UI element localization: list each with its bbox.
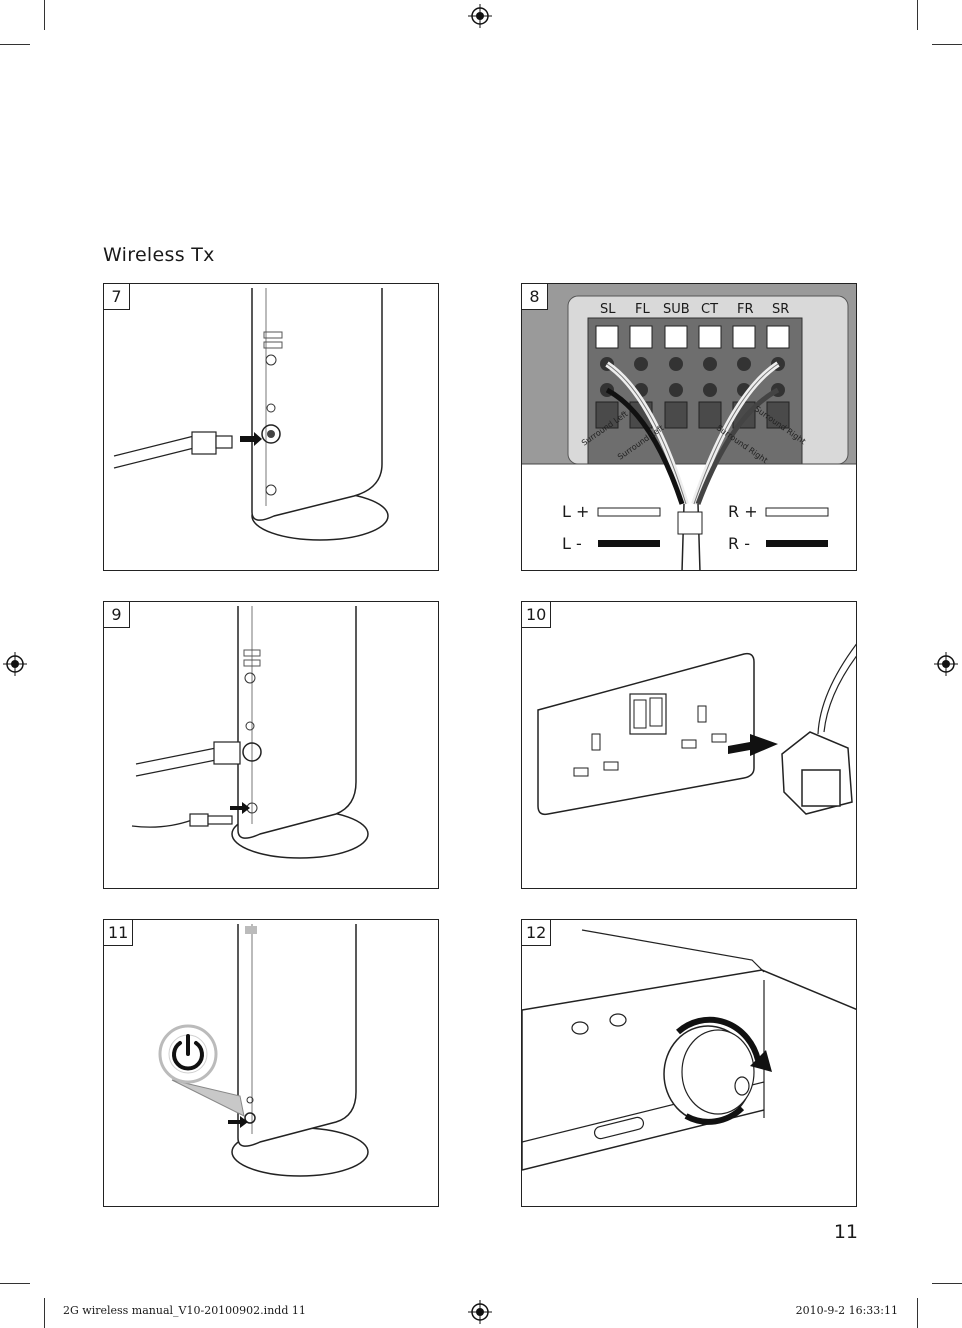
- step-number: 8: [522, 284, 548, 310]
- step-7-panel: 7: [103, 283, 439, 571]
- channel-label: CT: [701, 302, 719, 317]
- amplifier-volume-knob-illustration: [522, 929, 856, 1171]
- right-minus-label: R -: [728, 534, 750, 553]
- left-plus-label: L +: [562, 502, 590, 521]
- crop-mark: [44, 1298, 45, 1328]
- step-number: 10: [522, 602, 552, 628]
- step-11-panel: 11: [103, 919, 439, 1207]
- crop-mark: [917, 0, 918, 30]
- crop-mark: [0, 44, 30, 45]
- footer-timestamp: 2010-9-2 16:33:11: [795, 1304, 898, 1317]
- registration-mark-icon: [468, 4, 492, 28]
- right-plus-label: R +: [728, 502, 758, 521]
- channel-label: SUB: [663, 302, 690, 317]
- crop-mark: [932, 1283, 962, 1284]
- crop-mark: [917, 1298, 918, 1328]
- registration-mark-icon: [934, 652, 958, 676]
- crop-mark: [0, 1283, 30, 1284]
- left-minus-label: L -: [562, 534, 582, 553]
- step-number: 11: [104, 920, 134, 946]
- step-number: 9: [104, 602, 130, 628]
- channel-label: FR: [737, 302, 754, 317]
- section-title: Wireless Tx: [103, 244, 215, 266]
- crop-mark: [44, 0, 45, 30]
- step-10-panel: 10: [521, 601, 857, 889]
- page-number: 11: [833, 1221, 858, 1243]
- channel-label: SR: [772, 302, 790, 317]
- wall-socket-plug-illustration: [537, 643, 856, 816]
- transmitter-power-cable-illustration: [131, 606, 369, 859]
- speaker-terminal-wiring-illustration: Surround Left Surround Left Surround Rig…: [522, 284, 856, 570]
- transmitter-power-button-illustration: [158, 924, 369, 1177]
- step-number: 12: [522, 920, 552, 946]
- step-8-panel: 8 Surround Left: [521, 283, 857, 571]
- registration-mark-icon: [468, 1300, 492, 1324]
- step-9-panel: 9: [103, 601, 439, 889]
- step-number: 7: [104, 284, 130, 310]
- transmitter-audio-cable-illustration: [113, 288, 389, 541]
- channel-label: SL: [600, 302, 616, 317]
- footer-file-name: 2G wireless manual_V10-20100902.indd 11: [63, 1304, 306, 1317]
- step-12-panel: 12: [521, 919, 857, 1207]
- registration-mark-icon: [3, 652, 27, 676]
- channel-label: FL: [635, 302, 650, 317]
- crop-mark: [932, 44, 962, 45]
